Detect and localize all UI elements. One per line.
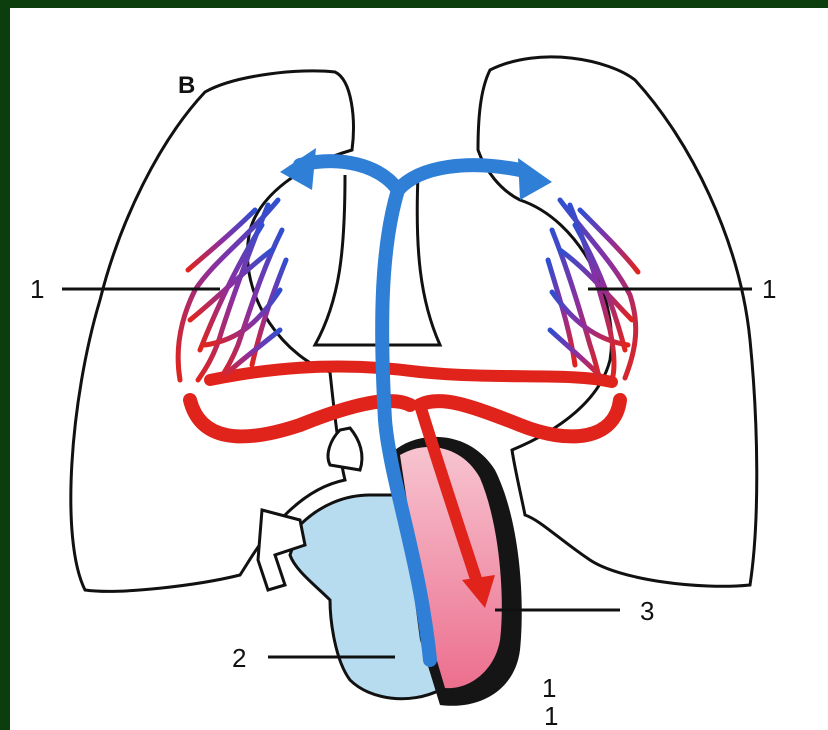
label-left-capillaries: 1 [30,274,44,304]
label-bottom-tick-2: 1 [544,701,558,730]
label-right-ventricle: 2 [232,643,246,673]
label-bottom-tick-1: 1 [542,673,556,703]
label-corner-b: B [178,72,195,99]
label-right-capillaries: 1 [762,274,776,304]
left-lung-outline [71,71,354,591]
label-left-ventricle: 3 [640,596,654,626]
